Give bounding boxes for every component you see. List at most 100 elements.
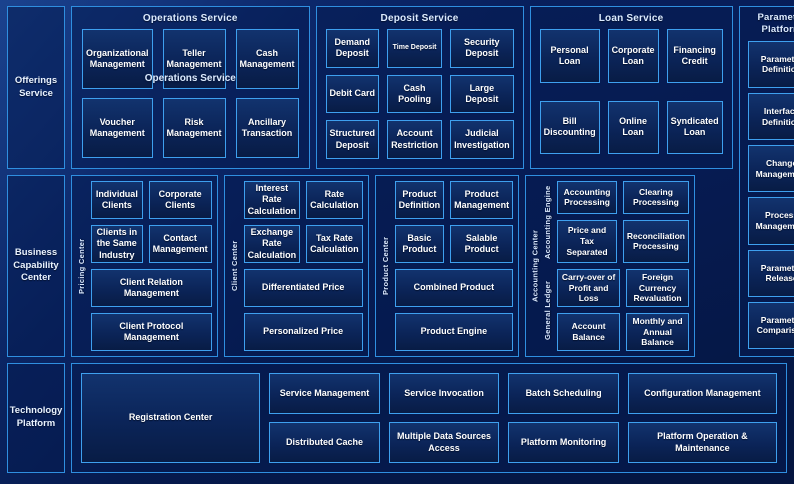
vertical-label-product-center: Product Center: [380, 236, 390, 296]
box-registration-center[interactable]: Registration Center: [81, 373, 261, 463]
group-technology-platform: Registration Center Service Management D…: [71, 363, 787, 473]
box-differentiated-price[interactable]: Differentiated Price: [243, 269, 363, 307]
box-organizational-management[interactable]: Organizational Management: [82, 29, 153, 89]
technology-column-1: Service Management Distributed Cache: [269, 373, 380, 463]
box-combined-product[interactable]: Combined Product: [394, 269, 514, 307]
box-time-deposit[interactable]: Time Deposit: [387, 29, 443, 68]
group-title-operations-service: Operations Service: [142, 13, 238, 24]
box-financing-credit[interactable]: Financing Credit: [666, 29, 723, 83]
box-personalized-price[interactable]: Personalized Price: [243, 313, 363, 351]
box-foreign-currency-revaluation[interactable]: Foreign Currency Revaluation: [626, 269, 689, 307]
box-accounting-processing[interactable]: Accounting Processing: [557, 181, 617, 214]
box-basic-product[interactable]: Basic Product: [394, 225, 445, 263]
box-price-and-tax-separated[interactable]: Price and Tax Separated: [557, 219, 617, 263]
box-interface-definition[interactable]: Interface Definition: [747, 92, 794, 141]
box-platform-operation-maintenance[interactable]: Platform Operation & Maintenance: [627, 422, 778, 463]
group-items-client-center: Interest Rate Calculation Rate Calculati…: [241, 181, 363, 351]
technology-platform-row: Technology Platform Registration Center …: [7, 363, 787, 473]
technology-column-2: Service Invocation Multiple Data Sources…: [388, 373, 500, 463]
business-capability-row: Business Capability Center Pricing Cente…: [7, 175, 787, 357]
vertical-label-general-ledger: General Ledger: [543, 280, 553, 340]
box-rate-calculation[interactable]: Rate Calculation: [306, 181, 363, 219]
box-parameter-comparison[interactable]: Parameter Comparison: [747, 301, 794, 349]
box-account-balance[interactable]: Account Balance: [557, 313, 621, 351]
box-structured-deposit[interactable]: Structured Deposit: [325, 120, 380, 159]
offerings-service-row: Offerings Service Operations Service Org…: [7, 6, 794, 357]
accounting-sections: Accounting Engine Accounting Processing …: [541, 181, 689, 351]
group-product-center: Product Center Product Definition Produc…: [374, 175, 520, 357]
box-voucher-management[interactable]: Voucher Management: [82, 98, 153, 158]
group-pricing-center: Pricing Center Individual Clients Corpor…: [71, 175, 218, 357]
box-monthly-annual-balance[interactable]: Monthly and Annual Balance: [626, 313, 689, 351]
vertical-label-client-center: Client Center: [229, 240, 239, 292]
group-items-deposit-service: Demand Deposit Time Deposit Security Dep…: [317, 29, 523, 168]
row-label-business-capability-center: Business Capability Center: [7, 175, 65, 357]
group-items-product-center: Product Definition Product Management Ba…: [392, 181, 514, 351]
box-client-relation-management[interactable]: Client Relation Management: [91, 269, 212, 307]
group-items-loan-service: Personal Loan Corporate Loan Financing C…: [531, 29, 732, 168]
box-large-deposit[interactable]: Large Deposit: [450, 74, 514, 114]
group-items-pricing-center: Individual Clients Corporate Clients Cli…: [88, 181, 212, 351]
technology-column-3: Batch Scheduling Platform Monitoring: [508, 373, 619, 463]
box-parameter-definition[interactable]: Parameter Definition: [747, 40, 794, 88]
box-demand-deposit[interactable]: Demand Deposit: [325, 29, 380, 68]
box-process-management[interactable]: Process Management: [747, 197, 794, 245]
box-salable-product[interactable]: Salable Product: [450, 225, 514, 263]
box-cash-management[interactable]: Cash Management: [235, 29, 299, 89]
vertical-label-accounting-center: Accounting Center: [530, 229, 540, 303]
box-distributed-cache[interactable]: Distributed Cache: [269, 422, 380, 463]
row-label-offerings-service: Offerings Service: [7, 6, 65, 169]
box-judicial-investigation[interactable]: Judicial Investigation: [450, 120, 514, 159]
box-carry-over-profit-loss[interactable]: Carry-over of Profit and Loss: [557, 269, 621, 307]
box-interest-rate-calculation[interactable]: Interest Rate Calculation: [243, 181, 301, 219]
group-operations-service: Operations Service Organizational Manage…: [71, 6, 310, 169]
group-deposit-service: Deposit Service Demand Deposit Time Depo…: [315, 6, 524, 169]
technology-column-4: Configuration Management Platform Operat…: [627, 373, 778, 463]
box-personal-loan[interactable]: Personal Loan: [539, 29, 600, 83]
box-service-invocation[interactable]: Service Invocation: [388, 373, 500, 414]
section-general-ledger: General Ledger Carry-over of Profit and …: [541, 269, 689, 351]
group-client-center: Client Center Interest Rate Calculation …: [223, 175, 369, 357]
group-items-parameter-platform: Parameter Definition Interface Definitio…: [740, 40, 794, 356]
box-contact-management[interactable]: Contact Management: [148, 225, 212, 263]
box-online-loan[interactable]: Online Loan: [607, 100, 659, 154]
box-debit-card[interactable]: Debit Card: [325, 74, 380, 114]
group-parameter-platform: Parameter Platform Parameter Definition …: [738, 6, 794, 357]
group-accounting-center: Accounting Center Accounting Engine Acco…: [525, 175, 695, 357]
box-bill-discounting[interactable]: Bill Discounting: [539, 100, 600, 154]
box-configuration-management[interactable]: Configuration Management: [627, 373, 778, 414]
box-security-deposit[interactable]: Security Deposit: [450, 29, 514, 68]
box-clients-same-industry[interactable]: Clients in the Same Industry: [91, 225, 143, 263]
group-title-loan-service: Loan Service: [598, 13, 664, 24]
box-product-engine[interactable]: Product Engine: [394, 313, 514, 351]
row-label-technology-platform: Technology Platform: [7, 363, 65, 473]
box-service-management[interactable]: Service Management: [269, 373, 380, 414]
box-account-restriction[interactable]: Account Restriction: [387, 120, 443, 159]
box-teller-management[interactable]: Teller Management: [162, 29, 226, 89]
box-multiple-data-sources-access[interactable]: Multiple Data Sources Access: [388, 422, 500, 463]
box-exchange-rate-calculation[interactable]: Exchange Rate Calculation: [243, 225, 301, 263]
box-reconciliation-processing[interactable]: Reconciliation Processing: [622, 219, 689, 263]
vertical-label-accounting-engine: Accounting Engine: [543, 185, 553, 259]
group-title-parameter-platform: Parameter Platform: [757, 12, 794, 36]
box-change-management[interactable]: Change Management: [747, 145, 794, 193]
box-parameter-release[interactable]: Parameter Release: [747, 249, 794, 297]
box-tax-rate-calculation[interactable]: Tax Rate Calculation: [306, 225, 363, 263]
box-product-management[interactable]: Product Management: [450, 181, 514, 219]
box-syndicated-loan[interactable]: Syndicated Loan: [666, 100, 723, 154]
box-individual-clients[interactable]: Individual Clients: [91, 181, 143, 219]
box-risk-management[interactable]: Risk Management: [162, 98, 226, 158]
box-product-definition[interactable]: Product Definition: [394, 181, 445, 219]
box-platform-monitoring[interactable]: Platform Monitoring: [508, 422, 619, 463]
box-ancillary-transaction[interactable]: Ancillary Transaction: [235, 98, 299, 158]
group-loan-service: Loan Service Personal Loan Corporate Loa…: [529, 6, 733, 169]
box-batch-scheduling[interactable]: Batch Scheduling: [508, 373, 619, 414]
group-items-operations-service: Organizational Management Teller Managem…: [72, 29, 309, 168]
box-clearing-processing[interactable]: Clearing Processing: [622, 181, 689, 214]
box-corporate-clients[interactable]: Corporate Clients: [148, 181, 212, 219]
box-corporate-loan[interactable]: Corporate Loan: [607, 29, 659, 83]
box-cash-pooling[interactable]: Cash Pooling: [387, 74, 443, 114]
section-accounting-engine: Accounting Engine Accounting Processing …: [541, 181, 689, 263]
box-client-protocol-management[interactable]: Client Protocol Management: [91, 313, 212, 351]
